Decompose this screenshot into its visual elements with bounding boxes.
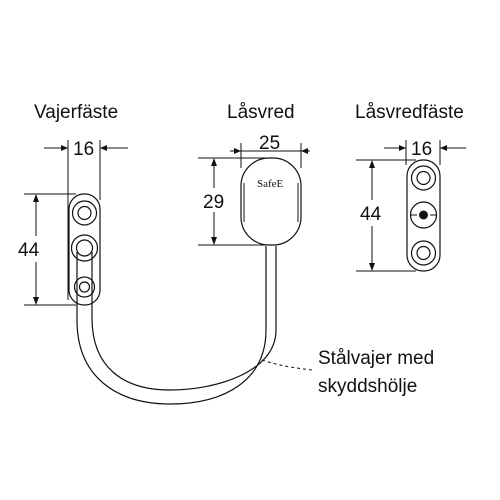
callout-line-1: Stålvajer med xyxy=(318,348,434,369)
vajerfaste-bracket: 16 44 xyxy=(18,139,128,306)
brand-logo: SafeE xyxy=(257,178,284,190)
lasvredfaste-bracket: 16 44 xyxy=(356,139,466,272)
dim-mid-height: 29 xyxy=(203,192,224,213)
steel-cable xyxy=(76,246,313,405)
callout-line-2: skyddshölje xyxy=(318,376,417,397)
dim-right-width: 16 xyxy=(411,139,432,160)
lasvred-knob: 25 29 SafeE xyxy=(198,133,310,246)
title-lasvredfaste: Låsvredfäste xyxy=(355,102,464,123)
title-vajerfaste: Vajerfäste xyxy=(34,102,118,123)
dim-left-width: 16 xyxy=(73,139,94,160)
title-lasvred: Låsvred xyxy=(227,102,295,123)
dim-right-height: 44 xyxy=(360,204,382,225)
dim-mid-width: 25 xyxy=(259,133,280,154)
dim-left-height: 44 xyxy=(18,240,40,261)
